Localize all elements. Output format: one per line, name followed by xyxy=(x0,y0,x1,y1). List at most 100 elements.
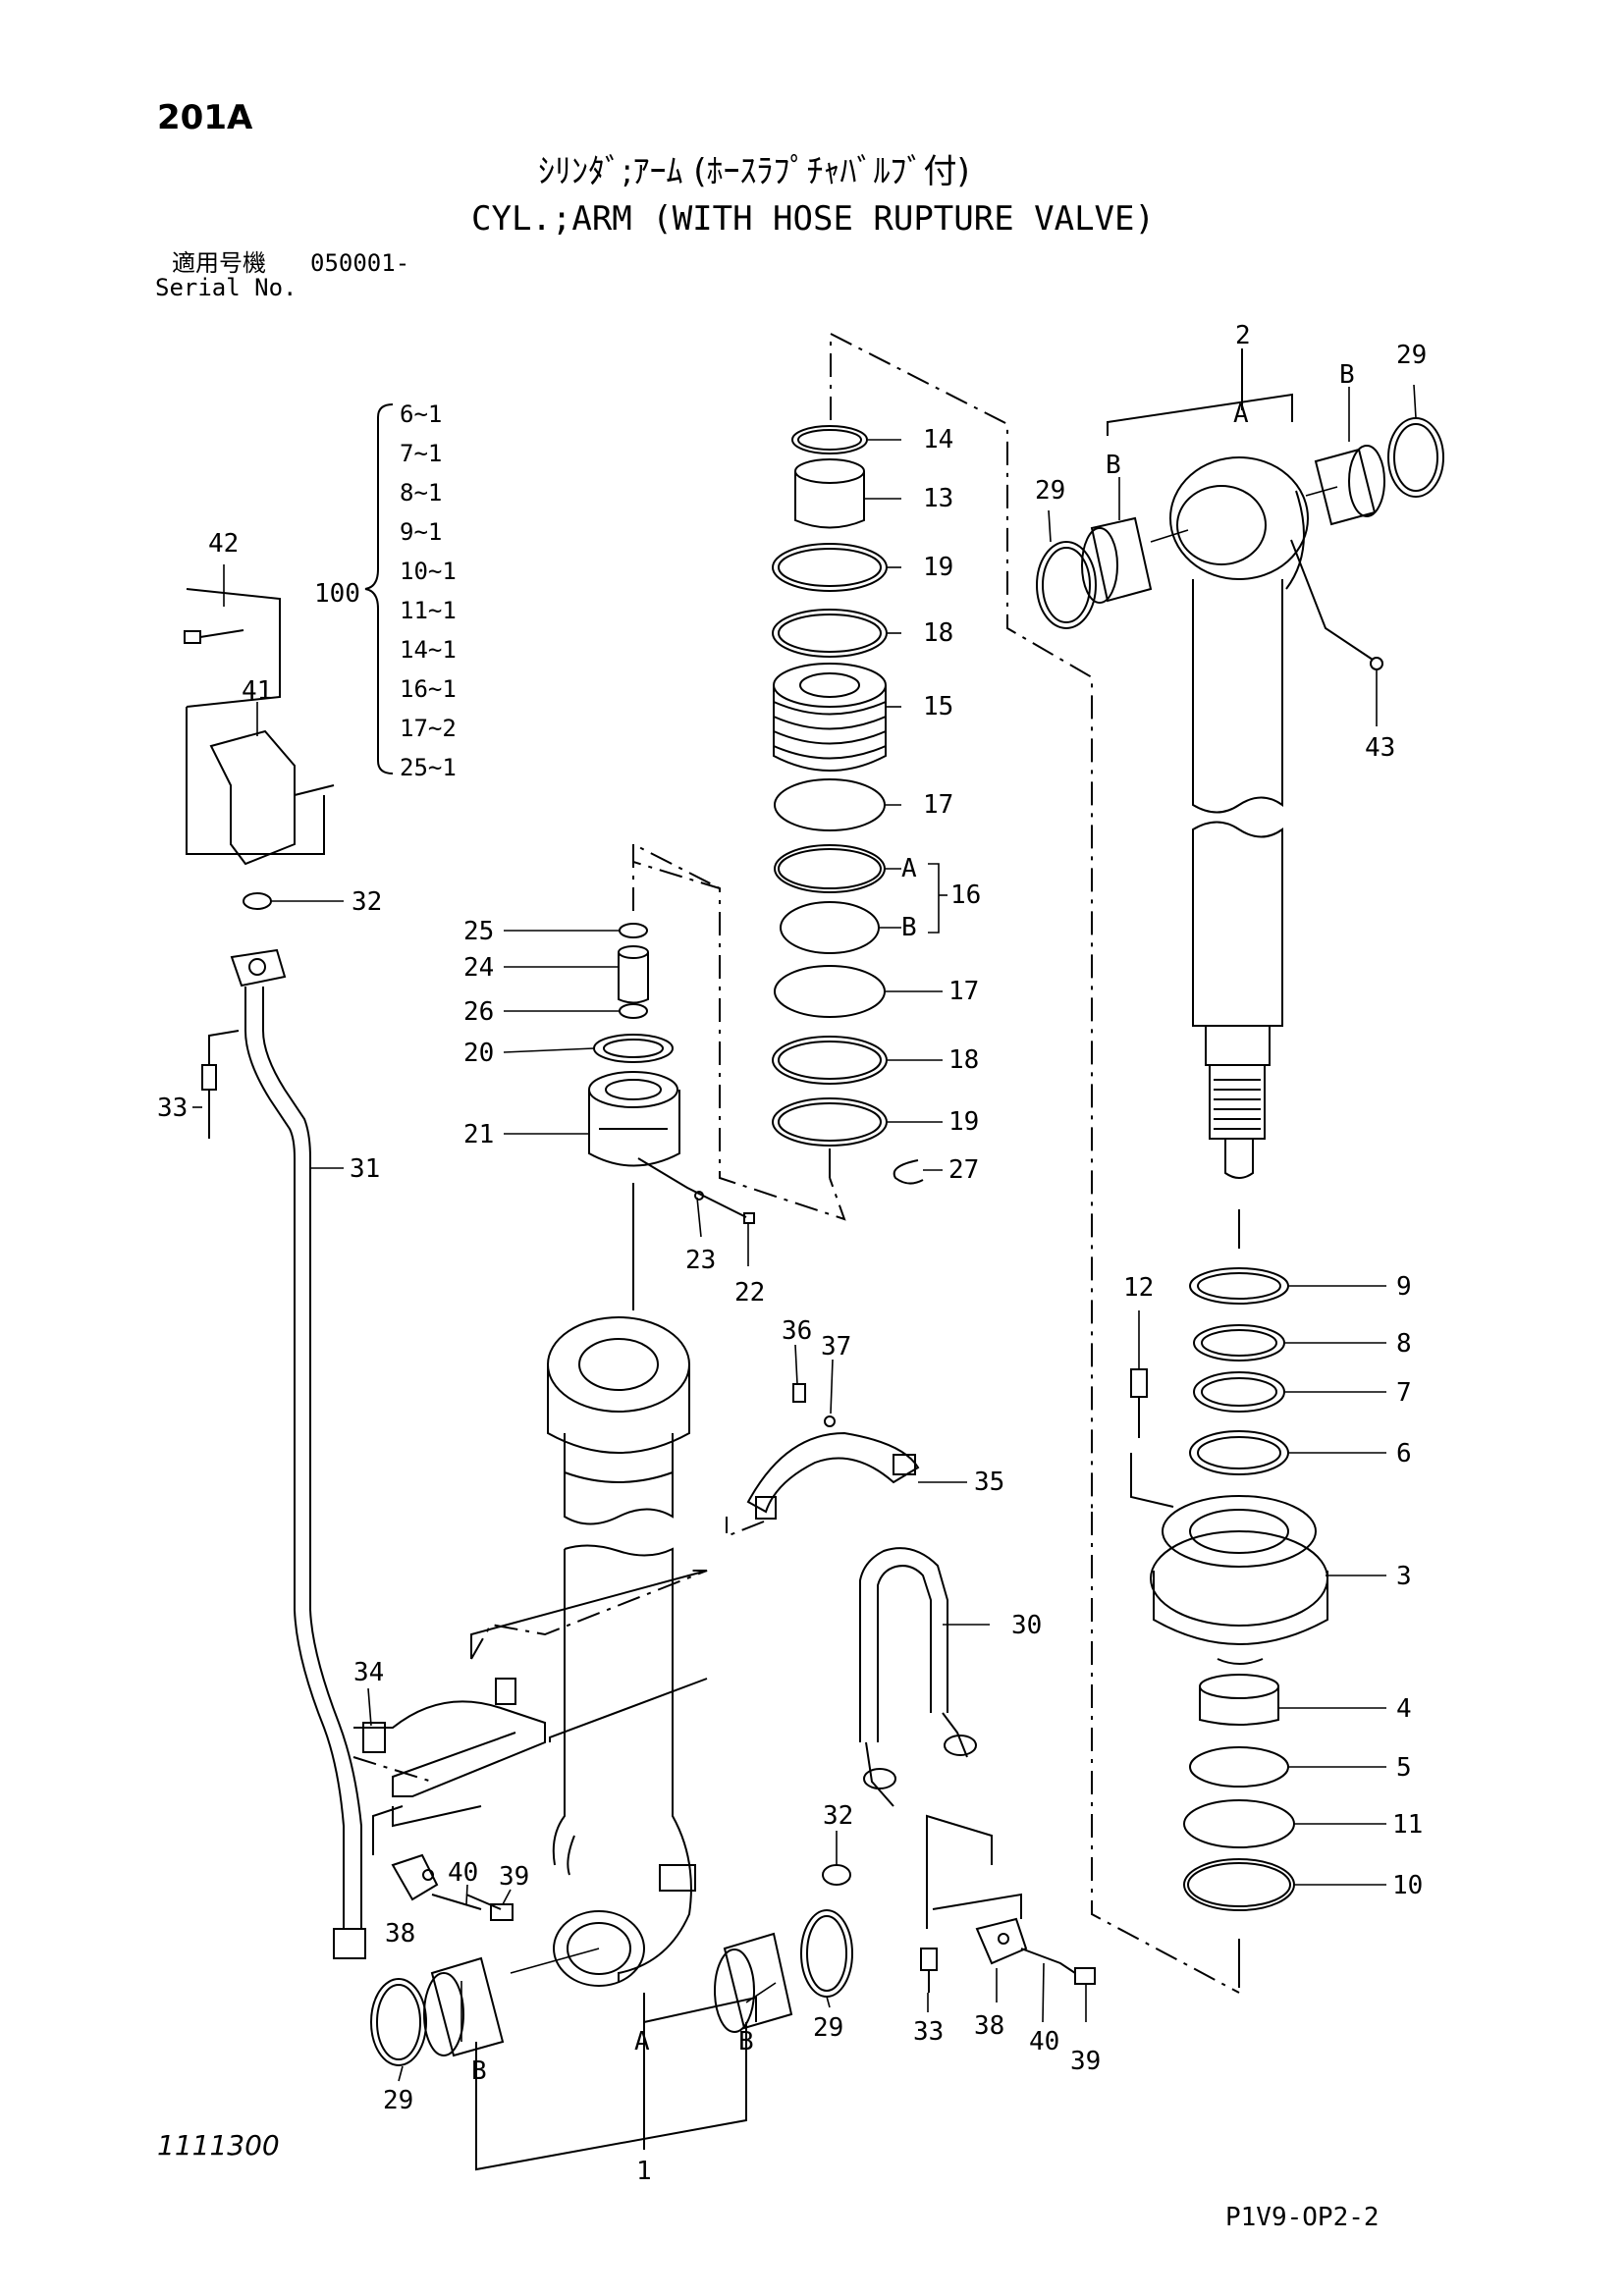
hose-rupture-valve-group xyxy=(184,588,1096,1993)
pipe-31 xyxy=(244,987,362,1929)
label-35: 35 xyxy=(974,1468,1004,1497)
label-rod-b: B xyxy=(1106,451,1121,480)
label-18: 18 xyxy=(948,1045,979,1075)
page-code: 201A xyxy=(157,98,253,137)
label-25: 25 xyxy=(463,917,494,946)
clamp-34 xyxy=(353,1700,546,1797)
label-16b: B xyxy=(901,913,917,942)
label-tube-a: A xyxy=(634,2027,650,2056)
ring-17b xyxy=(774,965,886,1018)
label-27: 27 xyxy=(948,1155,979,1185)
ring-29-tube-left xyxy=(370,1978,427,2066)
title-english: CYL.;ARM (WITH HOSE RUPTURE VALVE) xyxy=(471,199,1155,239)
serial-number-value: 050001- xyxy=(310,249,410,277)
snap-ring-27 xyxy=(893,1159,924,1185)
label-15: 15 xyxy=(923,692,953,721)
label-34: 34 xyxy=(353,1658,384,1687)
ring-17a xyxy=(774,778,886,831)
ring-29-right xyxy=(1387,417,1444,498)
leader-lines xyxy=(192,384,1417,2082)
label-9: 9 xyxy=(1396,1272,1412,1302)
part-number-labels: 14 13 19 18 15 17 A B 16 17 18 19 27 25 … xyxy=(157,321,1427,2186)
label-38: 38 xyxy=(974,2011,1004,2041)
drawing-number: 1111300 xyxy=(157,2129,280,2162)
label-39: 39 xyxy=(1070,2047,1101,2076)
pipe-30 xyxy=(859,1547,948,1742)
label-32: 32 xyxy=(352,887,382,917)
ring-14 xyxy=(791,425,868,454)
label-29: 29 xyxy=(1396,341,1427,370)
label-rod-b: B xyxy=(1339,360,1355,390)
label-40: 40 xyxy=(448,1858,478,1888)
ring-19b xyxy=(772,1097,888,1147)
kit-item: 14~1 xyxy=(400,636,457,664)
label-33: 33 xyxy=(157,1094,188,1123)
clamp-35 xyxy=(746,1431,920,1514)
sheet-reference: P1V9-OP2-2 xyxy=(1225,2203,1380,2232)
label-38: 38 xyxy=(385,1919,415,1949)
kit-item: 8~1 xyxy=(400,479,443,507)
label-4: 4 xyxy=(1396,1694,1412,1724)
ring-18a xyxy=(772,609,888,658)
label-16: 16 xyxy=(950,881,981,910)
flange xyxy=(230,948,287,988)
piston-seal-stack xyxy=(632,332,1093,1512)
nut-21 xyxy=(588,1071,678,1108)
label-40: 40 xyxy=(1029,2027,1059,2056)
kit-item: 11~1 xyxy=(400,597,457,624)
label-20: 20 xyxy=(463,1039,494,1068)
cylinder-tube-assembly xyxy=(370,1316,853,2171)
label-31: 31 xyxy=(350,1154,380,1184)
ring-11 xyxy=(1183,1799,1295,1848)
label-43: 43 xyxy=(1365,733,1395,763)
bushing-left xyxy=(1090,516,1153,603)
label-39: 39 xyxy=(499,1862,529,1892)
label-rod-a: A xyxy=(1233,400,1249,429)
ring-10 xyxy=(1183,1858,1295,1911)
serial-label-japanese: 適用号機 xyxy=(172,249,266,277)
kit-item: 25~1 xyxy=(400,754,457,781)
label-11: 11 xyxy=(1392,1810,1423,1840)
label-14: 14 xyxy=(923,425,953,454)
label-13: 13 xyxy=(923,484,953,513)
label-21: 21 xyxy=(463,1120,494,1149)
ring-29-left xyxy=(1036,541,1097,629)
label-tube-b: B xyxy=(471,2056,487,2086)
label-29: 29 xyxy=(813,2013,843,2043)
piston-rod-assembly xyxy=(1036,348,1444,1249)
bushing-24 xyxy=(618,952,649,1004)
label-32: 32 xyxy=(823,1801,853,1831)
ring-29-tube-right xyxy=(800,1909,853,1998)
label-23: 23 xyxy=(685,1246,716,1275)
ring-18b xyxy=(772,1036,888,1085)
kit-label: 100 xyxy=(314,579,360,609)
kit-item: 9~1 xyxy=(400,518,443,546)
label-7: 7 xyxy=(1396,1378,1412,1408)
ring-26 xyxy=(619,1003,648,1019)
label-10: 10 xyxy=(1392,1871,1423,1900)
ring-5 xyxy=(1189,1746,1289,1788)
label-17: 17 xyxy=(948,977,979,1006)
ring-16b xyxy=(780,901,880,954)
label-42: 42 xyxy=(208,529,239,559)
label-22: 22 xyxy=(734,1278,765,1308)
label-3: 3 xyxy=(1396,1562,1412,1591)
bushing-4 xyxy=(1199,1686,1279,1726)
kit-item: 17~2 xyxy=(400,715,457,742)
cylinder-head-assembly xyxy=(1091,1267,1328,1994)
bushing-13 xyxy=(794,471,865,529)
label-37: 37 xyxy=(821,1332,851,1362)
kit-item: 10~1 xyxy=(400,558,457,585)
serial-label-english: Serial No. xyxy=(155,274,298,301)
clamp-38b xyxy=(975,1917,1028,1965)
bushing-right xyxy=(1314,448,1377,526)
label-tube-b: B xyxy=(738,2027,754,2056)
label-19: 19 xyxy=(923,553,953,582)
label-1: 1 xyxy=(636,2157,652,2186)
bushing-tube-left xyxy=(430,1956,505,2057)
label-24: 24 xyxy=(463,953,494,983)
clamp-38a xyxy=(391,1853,439,1901)
cylinder-nut-assembly xyxy=(588,842,755,1310)
label-19: 19 xyxy=(948,1107,979,1137)
